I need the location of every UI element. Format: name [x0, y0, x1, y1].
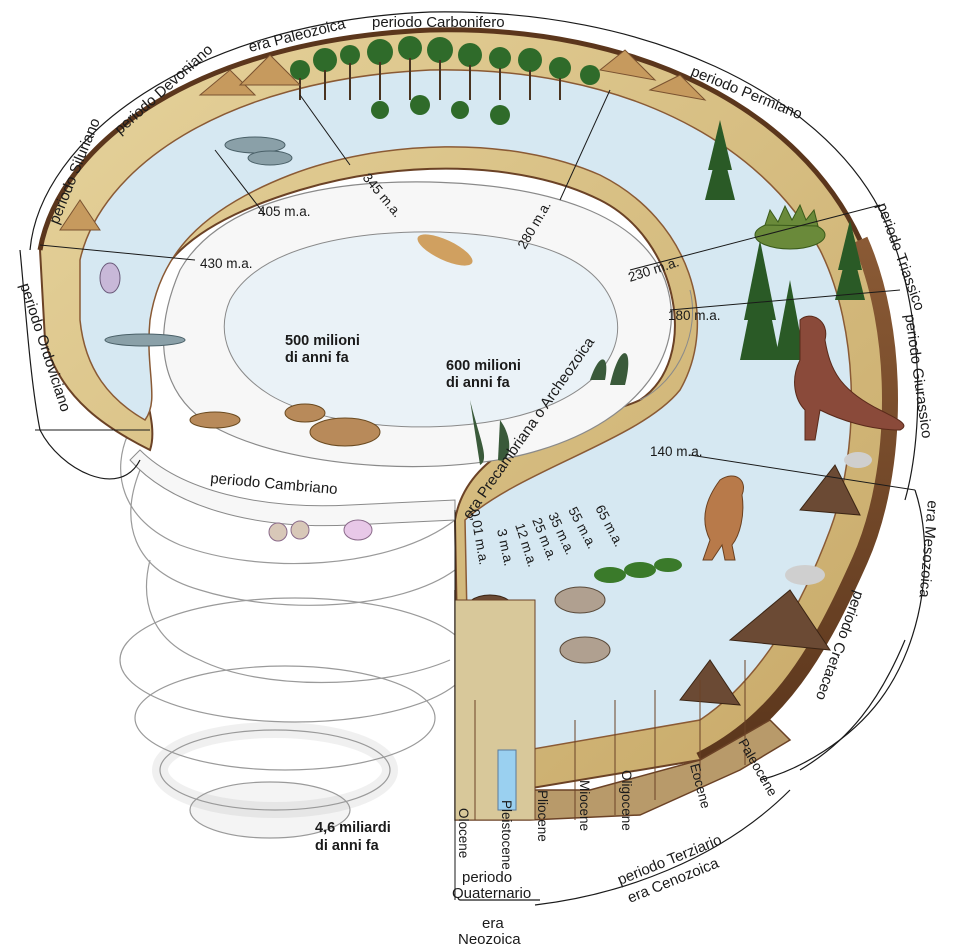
- label-olocene: Olocene: [456, 808, 471, 858]
- label-500-milioni-1: 500 milioni: [285, 333, 360, 349]
- label-era-mesozoica: era Mesozoica: [915, 500, 940, 599]
- label-46-miliardi-1: 4,6 miliardi: [315, 820, 391, 836]
- squid-icon: [100, 263, 120, 293]
- label-periodo-quaternario-1: periodo: [462, 869, 512, 886]
- label-pleistocene: Pleistocene: [499, 800, 514, 870]
- label-600-milioni-1: 600 milioni: [446, 358, 521, 374]
- label-era-neozoica-2: Neozoica: [458, 931, 521, 948]
- label-era-neozoica-1: era: [482, 915, 504, 932]
- label-periodo-quaternario-2: Quaternario: [452, 885, 531, 902]
- label-430-ma: 430 m.a.: [200, 256, 253, 271]
- label-500-milioni-2: di anni fa: [285, 350, 350, 366]
- label-46-miliardi-2: di anni fa: [315, 838, 380, 854]
- label-miocene: Miocene: [577, 780, 592, 831]
- label-140-ma: 140 m.a.: [650, 444, 703, 459]
- label-405-ma: 405 m.a.: [258, 204, 311, 219]
- label-periodo-cambriano: periodo Cambriano: [210, 470, 339, 498]
- label-periodo-giurassico: periodo Giurassico: [901, 313, 935, 439]
- label-pliocene: Pliocene: [535, 790, 550, 842]
- label-periodo-carbonifero: periodo Carbonifero: [372, 14, 505, 31]
- label-600-milioni-2: di anni fa: [446, 375, 511, 391]
- label-180-ma: 180 m.a.: [668, 308, 721, 323]
- label-oligocene: Oligocene: [619, 770, 634, 831]
